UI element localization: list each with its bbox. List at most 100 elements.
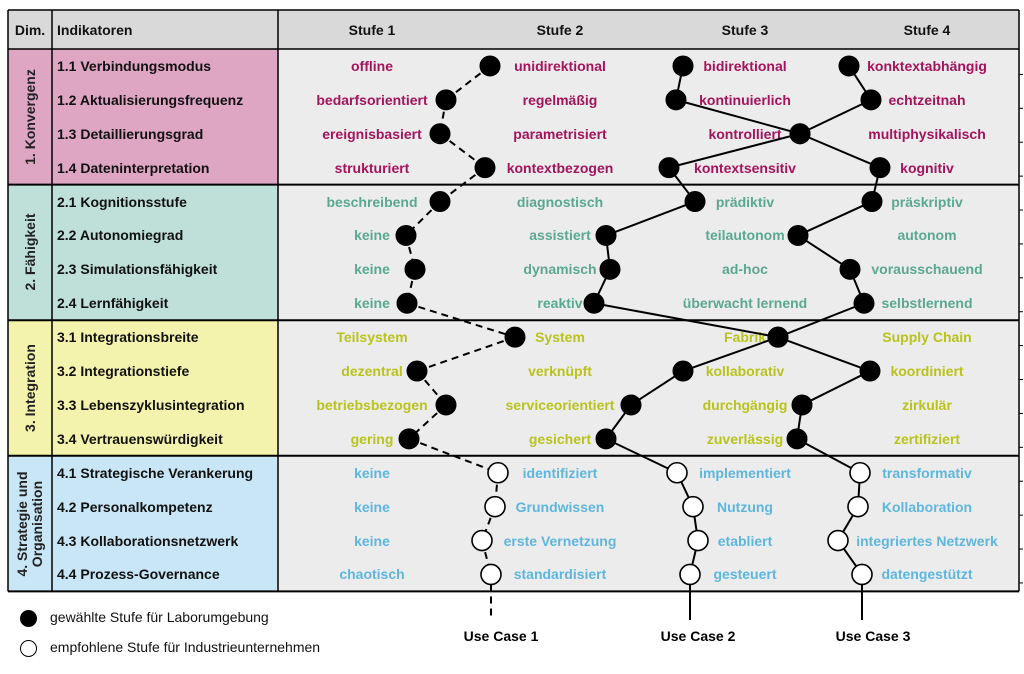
level-label: chaotisch xyxy=(339,566,405,583)
level-label: zertifiziert xyxy=(893,430,961,447)
level-label: keine xyxy=(354,295,390,312)
level-label: strukturiert xyxy=(334,159,410,176)
use-case-label: Use Case 1 xyxy=(463,628,539,644)
selected-level-marker xyxy=(684,191,706,213)
level-label: assistiert xyxy=(529,227,591,244)
profile-segment xyxy=(445,65,491,101)
level-label: beschreibend xyxy=(326,193,418,210)
level-label: multiphysikalisch xyxy=(868,125,986,142)
indicator-label: 2.4 Lernfähigkeit xyxy=(57,295,169,312)
selected-level-marker xyxy=(672,55,694,77)
level-label: dynamisch xyxy=(523,261,597,278)
indicator-label: 2.1 Kognitionsstufe xyxy=(57,193,187,210)
level-label: überwacht lernend xyxy=(682,295,808,312)
legend-item: gewählte Stufe für Laborumgebung xyxy=(20,609,269,627)
profile-segment xyxy=(675,98,801,135)
profile-segment xyxy=(799,98,872,135)
dim-header: Dim. xyxy=(14,21,46,38)
profile-segment xyxy=(408,437,499,474)
level-label: unidirektional xyxy=(514,57,606,74)
indicator-label: 3.1 Integrationsbreite xyxy=(57,329,199,346)
selected-level-marker xyxy=(404,258,426,280)
selected-level-marker xyxy=(860,89,882,111)
level-label: datengestützt xyxy=(881,566,973,583)
selected-level-marker xyxy=(595,224,617,246)
selected-level-marker xyxy=(474,157,496,179)
level-label: keine xyxy=(354,464,390,481)
level-label: System xyxy=(535,329,585,346)
indicator-label: 4.1 Strategische Verankerung xyxy=(57,464,254,481)
profile-segment xyxy=(777,336,871,372)
selected-level-marker xyxy=(595,428,617,450)
indicator-label: 1.1 Verbindungsmodus xyxy=(57,57,212,74)
legend-label: empfohlene Stufe für Industrieunternehme… xyxy=(50,639,321,655)
selected-level-marker xyxy=(429,191,451,213)
selected-level-marker xyxy=(665,89,687,111)
indicator-label: 4.3 Kollaborationsnetzwerk xyxy=(57,532,239,549)
selected-level-marker xyxy=(789,123,811,145)
level-label: diagnostisch xyxy=(516,193,604,210)
use-case-label: Use Case 3 xyxy=(835,628,911,644)
use-case-label: Use Case 2 xyxy=(660,628,736,644)
selected-level-marker xyxy=(869,157,891,179)
legend-item: empfohlene Stufe für Industrieunternehme… xyxy=(20,639,320,657)
level-label: prädiktiv xyxy=(715,193,775,210)
selected-level-marker xyxy=(859,360,881,382)
profile-segment xyxy=(605,200,696,237)
level-label: Supply Chain xyxy=(882,329,972,346)
level-label: präskriptiv xyxy=(891,193,963,210)
level-label: dezentral xyxy=(341,363,403,380)
profile-segment xyxy=(797,200,873,237)
recommended-level-marker xyxy=(471,529,493,552)
profile-segment xyxy=(796,437,861,474)
indicator-label: 1.3 Detaillierungsgrad xyxy=(57,125,204,142)
level-label: bedarfsorientiert xyxy=(316,91,428,108)
level-label: Teilsystem xyxy=(336,329,408,346)
level-header: Stufe 3 xyxy=(721,21,769,38)
recommended-level-marker xyxy=(682,495,704,518)
indicators-header: Indikatoren xyxy=(57,21,133,38)
indicator-label: 3.2 Integrationstiefe xyxy=(57,363,190,380)
level-label: konktextabhängig xyxy=(867,57,987,74)
level-label: keine xyxy=(354,498,390,515)
selected-level-marker xyxy=(767,326,789,348)
level-label: etabliert xyxy=(717,532,773,549)
profile-segment xyxy=(682,336,779,372)
profile-segment xyxy=(605,437,678,474)
profile-segment xyxy=(801,370,871,406)
level-label: autonom xyxy=(897,227,957,244)
indicator-label: 1.2 Aktualisierungsfrequenz xyxy=(57,91,244,108)
level-label: durchgängig xyxy=(702,396,788,413)
selected-level-marker xyxy=(435,89,457,111)
level-label: kontextsensitiv xyxy=(694,159,796,176)
dimension-block xyxy=(8,184,278,321)
level-label: identifiziert xyxy=(522,464,598,481)
profile-segment xyxy=(668,132,801,169)
level-label: kontinuierlich xyxy=(699,91,791,108)
level-label: implementiert xyxy=(699,464,791,481)
dimension-block xyxy=(8,49,278,185)
indicator-label: 2.2 Autonomiegrad xyxy=(57,227,184,244)
level-header: Stufe 2 xyxy=(536,21,584,38)
level-label: teilautonom xyxy=(705,227,785,244)
selected-level-marker xyxy=(504,326,526,348)
level-label: zirkulär xyxy=(902,396,952,413)
level-label: selbstlernend xyxy=(881,295,973,312)
level-label: parametrisiert xyxy=(513,125,607,142)
selected-level-marker xyxy=(791,394,813,416)
selected-level-marker xyxy=(583,292,605,314)
selected-level-marker xyxy=(658,157,680,179)
level-label: ereignisbasiert xyxy=(322,125,422,142)
level-label: koordiniert xyxy=(890,363,964,380)
dimension-block xyxy=(8,320,278,456)
selected-level-marker xyxy=(429,123,451,145)
dimension-block xyxy=(8,455,278,592)
selected-level-marker xyxy=(853,292,875,314)
level-label: gering xyxy=(350,430,394,447)
selected-level-marker xyxy=(395,224,417,246)
selected-level-marker xyxy=(787,224,809,246)
header-row xyxy=(8,10,1019,49)
recommended-level-marker xyxy=(849,461,871,484)
